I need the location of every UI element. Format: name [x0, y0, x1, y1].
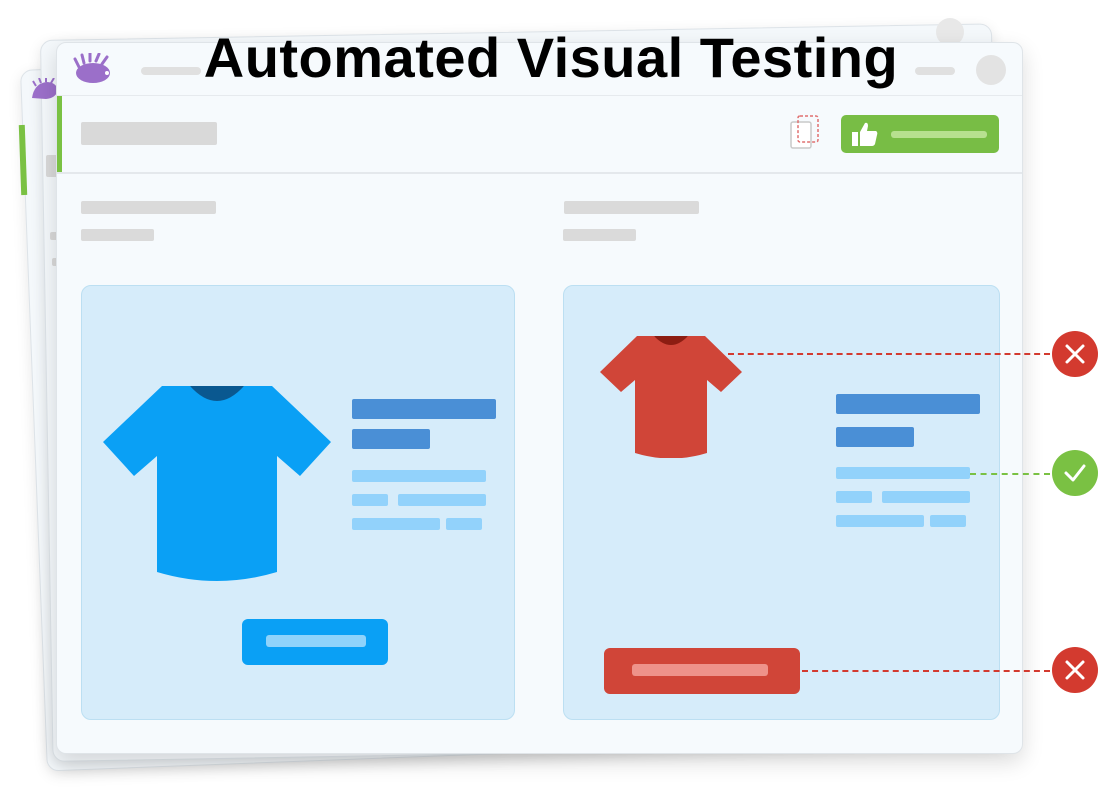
button-label-placeholder [632, 664, 768, 676]
window-control-button[interactable] [976, 55, 1006, 85]
fail-indicator-shirt[interactable] [1052, 331, 1098, 377]
title-placeholder [915, 67, 955, 75]
baseline-heading-placeholder [81, 201, 216, 214]
product-text-line [446, 518, 482, 530]
buy-button-baseline[interactable] [242, 619, 388, 665]
red-tshirt-image [600, 336, 742, 458]
baseline-panel [81, 285, 515, 720]
buy-button-checkpoint[interactable] [604, 648, 800, 694]
test-name-placeholder [81, 122, 217, 145]
fail-indicator-button[interactable] [1052, 647, 1098, 693]
product-text-line [352, 518, 440, 530]
checkpoint-subheading-placeholder [563, 229, 636, 241]
product-text-line [836, 491, 872, 503]
stacked-window-skeleton [52, 258, 58, 266]
diff-line-text [970, 473, 1050, 475]
product-title-placeholder [352, 399, 496, 419]
product-text-line [836, 515, 924, 527]
title-placeholder [141, 67, 201, 75]
approve-button[interactable] [841, 115, 999, 153]
diff-line-shirt [728, 353, 1050, 355]
status-accent-bar [57, 96, 62, 172]
product-text-line [930, 515, 966, 527]
product-title-placeholder [836, 394, 980, 414]
button-label-placeholder [266, 635, 366, 647]
hedgehog-logo-icon [73, 53, 110, 83]
product-text-line [398, 494, 486, 506]
baseline-subheading-placeholder [81, 229, 154, 241]
stacked-window-skeleton [46, 155, 58, 177]
x-icon [1065, 344, 1085, 364]
product-text-line [352, 470, 486, 482]
title-bar [57, 43, 1022, 96]
page-title: Automated Visual Testing [203, 26, 899, 89]
product-price-placeholder [836, 427, 914, 447]
product-text-line [352, 494, 388, 506]
stacked-window-control [936, 18, 964, 46]
checkpoint-panel [563, 285, 1000, 720]
stacked-window-skeleton [50, 232, 58, 240]
checkpoint-heading-placeholder [564, 201, 699, 214]
toolbar [57, 96, 1022, 174]
checkmark-icon [1064, 464, 1086, 482]
hedgehog-logo-icon [32, 78, 58, 99]
test-results-window [56, 42, 1023, 754]
thumbs-up-icon [852, 122, 878, 146]
product-text-line [836, 467, 970, 479]
diff-line-button [802, 670, 1050, 672]
product-price-placeholder [352, 429, 430, 449]
x-icon [1065, 660, 1085, 680]
approve-label-placeholder [891, 131, 987, 138]
copy-diff-icon[interactable] [789, 114, 823, 154]
product-text-line [882, 491, 970, 503]
blue-tshirt-image [103, 386, 331, 581]
pass-indicator-text[interactable] [1052, 450, 1098, 496]
